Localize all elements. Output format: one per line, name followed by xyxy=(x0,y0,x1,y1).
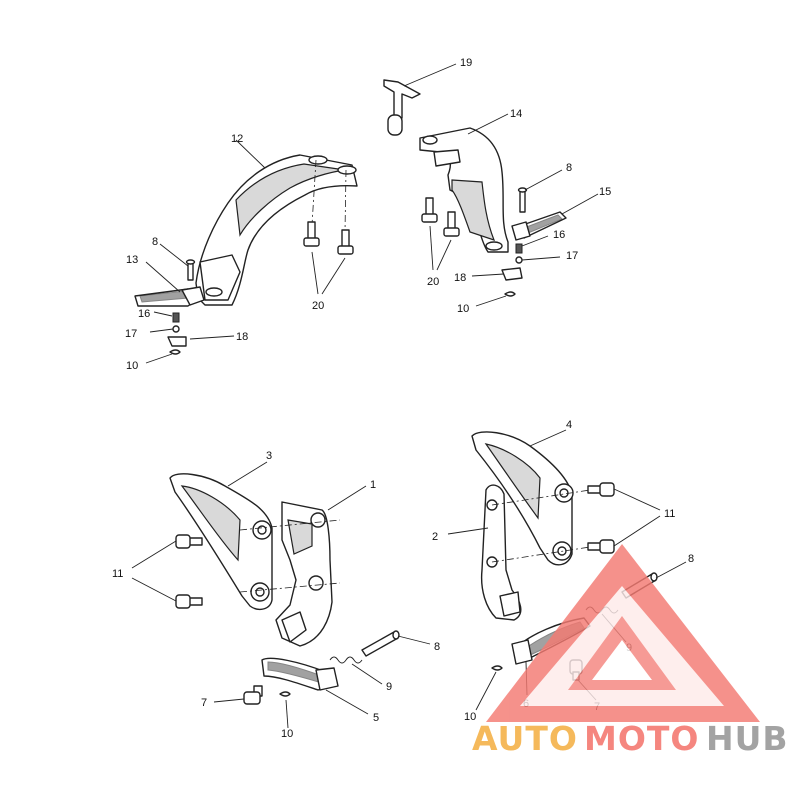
callout-13: 13 xyxy=(126,254,138,266)
callout-10-lower-left: 10 xyxy=(281,728,293,740)
pin-8-front-left xyxy=(361,630,400,657)
pin-8-right xyxy=(517,187,528,213)
bolt-11-right-lower xyxy=(587,539,615,554)
clip-front-left xyxy=(279,691,291,697)
detent-plate-right xyxy=(501,267,523,281)
callout-8-lower-right: 8 xyxy=(688,553,694,565)
callout-10-upper-left: 10 xyxy=(126,360,138,372)
clip-right xyxy=(504,291,516,297)
pin-8-left xyxy=(185,259,196,281)
detent-spring-right xyxy=(515,243,523,254)
rear-hanger-right-web xyxy=(451,179,496,241)
callout-1: 1 xyxy=(370,479,376,491)
watermark xyxy=(486,544,760,722)
hanger-pivot-hole xyxy=(485,241,503,251)
callout-8-upper-right: 8 xyxy=(566,162,572,174)
callout-labels: 1 2 3 4 5 6 7 7 8 8 8 8 9 9 10 10 10 10 … xyxy=(112,57,694,740)
watermark-triangle-hole xyxy=(592,640,652,680)
detent-plate-left xyxy=(167,336,187,347)
mount-hole-inner xyxy=(559,488,569,498)
clip-front-right xyxy=(491,665,503,671)
heel-guard-left-cutout xyxy=(180,485,241,562)
callout-10-upper-right: 10 xyxy=(457,303,469,315)
callout-8-upper-left: 8 xyxy=(152,236,158,248)
bolt-20-left xyxy=(303,159,320,247)
callout-20-left: 20 xyxy=(312,300,324,312)
bolt-11-right-upper xyxy=(587,482,615,497)
mount-hole xyxy=(308,575,324,591)
callout-11-right: 11 xyxy=(664,508,675,520)
bolt-20-right-a xyxy=(421,197,438,223)
hanger-slot xyxy=(287,519,313,555)
callout-17-right: 17 xyxy=(566,250,578,262)
mount-hole xyxy=(310,512,326,528)
callout-19: 19 xyxy=(460,57,472,69)
callout-12: 12 xyxy=(231,133,243,145)
watermark-word-hub: HUB xyxy=(706,719,789,758)
heel-guard-right xyxy=(471,431,573,566)
footrest-hanger-left xyxy=(275,501,333,647)
detent-ball-left xyxy=(172,325,180,333)
detent-ball-right xyxy=(515,256,523,264)
callout-18-right: 18 xyxy=(454,272,466,284)
callout-15: 15 xyxy=(599,186,611,198)
clip-left xyxy=(169,349,181,355)
callout-8-lower-left: 8 xyxy=(434,641,440,653)
callout-10-lower-right: 10 xyxy=(464,711,476,723)
hanger-right-lug xyxy=(433,149,461,167)
rear-footrest-right xyxy=(511,211,567,241)
mount-hole-inner xyxy=(257,525,267,535)
rear-hanger-left-web xyxy=(235,163,346,237)
callout-18-left: 18 xyxy=(236,331,248,343)
callout-16-right: 16 xyxy=(553,229,565,241)
watermark-word-moto: MOTO xyxy=(584,719,699,758)
bolt-7-left xyxy=(243,685,263,705)
callout-16-left: 16 xyxy=(138,308,150,320)
front-footrest-left xyxy=(261,657,339,691)
mount-hole-inner xyxy=(255,587,265,597)
callout-3: 3 xyxy=(266,450,272,462)
spring-9-left xyxy=(329,656,363,664)
rear-hanger-left-assembly xyxy=(134,154,358,355)
front-footrest-left-assembly xyxy=(131,473,400,705)
hanger-pivot xyxy=(281,611,307,643)
hanger-boss xyxy=(422,135,438,145)
footrest-hanger-right xyxy=(480,484,522,621)
bolt-20-right xyxy=(337,169,354,255)
hanger-boss xyxy=(308,155,328,165)
hanger-pivot xyxy=(499,591,521,617)
hanger-boss xyxy=(337,165,357,175)
callout-4: 4 xyxy=(566,419,572,431)
callout-5: 5 xyxy=(373,712,379,724)
callout-2: 2 xyxy=(432,531,438,543)
mudguard-bracket xyxy=(383,79,421,136)
callout-11-left: 11 xyxy=(112,568,123,580)
callout-7-left: 7 xyxy=(201,697,207,709)
bolt-20-right-b xyxy=(443,211,460,237)
watermark-word-auto: AUTO xyxy=(472,719,578,758)
callout-17-left: 17 xyxy=(125,328,137,340)
hanger-pivot-hole xyxy=(205,287,223,297)
rear-footrest-left xyxy=(134,286,205,307)
bolt-11-left-upper xyxy=(175,534,203,549)
detent-spring-left xyxy=(172,312,180,323)
bolt-11-left-lower xyxy=(175,594,203,609)
callout-14: 14 xyxy=(510,108,522,120)
callout-20-right: 20 xyxy=(427,276,439,288)
rear-hanger-right-assembly xyxy=(383,79,567,297)
watermark-logo-text: AUTO MOTO HUB xyxy=(472,719,789,758)
callout-9-left: 9 xyxy=(386,681,392,693)
heel-guard-left xyxy=(169,473,273,611)
